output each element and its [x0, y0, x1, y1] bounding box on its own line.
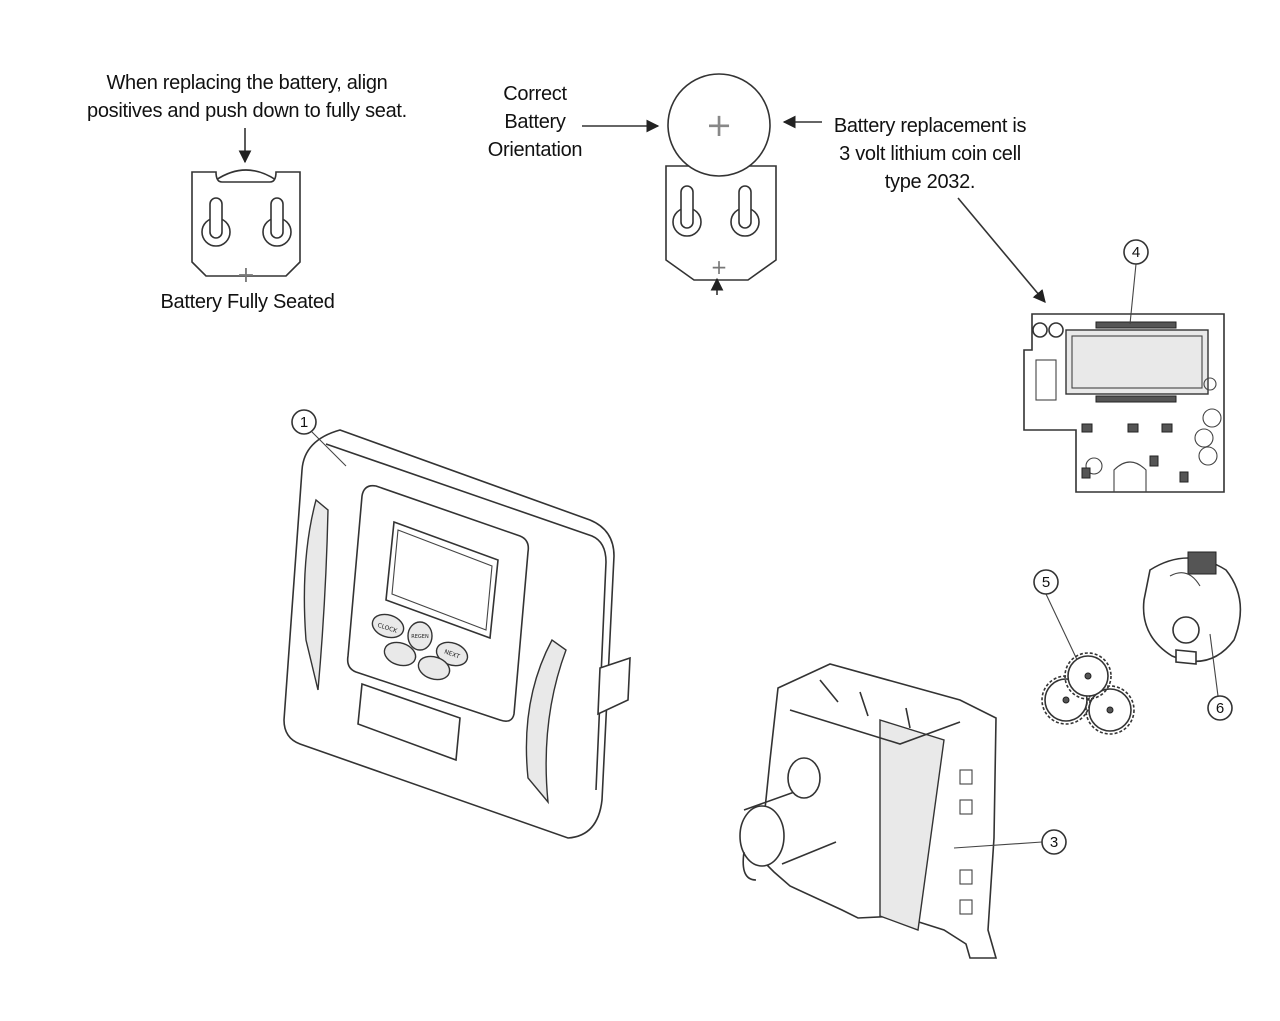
regen-button-label: REGEN [411, 634, 429, 640]
down-button[interactable] [415, 653, 452, 684]
board-connector-top [1095, 321, 1177, 329]
part-6-motor: 6 [1142, 551, 1242, 721]
gear-right-hub [1106, 706, 1114, 714]
board-chip-5 [1149, 455, 1159, 467]
gear-right [1085, 685, 1135, 735]
board-display [1065, 329, 1209, 395]
seated-coin-edge [215, 169, 277, 181]
orientation-line1: Correct [503, 83, 567, 105]
cover-right-grip [525, 638, 567, 805]
gear-top [1064, 652, 1112, 700]
seated-slot-right [270, 197, 284, 239]
bracket-rear-plate [879, 719, 945, 931]
orientation-slot-right [738, 185, 752, 229]
callout-6-circle [1207, 695, 1233, 721]
board-component-5 [1085, 457, 1103, 475]
part-4-circuit-board: 4 [957, 197, 1225, 493]
callout-4-circle [1123, 239, 1149, 265]
orientation-line2: Battery [504, 111, 566, 133]
fully-seated-label: Battery Fully Seated [160, 291, 335, 313]
cover-lcd-screen [391, 529, 493, 631]
coin-cell-battery [667, 73, 771, 177]
bracket-clip-4 [959, 899, 973, 915]
bracket-cylinder-front [739, 805, 785, 867]
motor-shaft-circle [1172, 616, 1200, 644]
callout-3-leader [953, 841, 1043, 849]
align-instruction-line1: When replacing the battery, align [106, 72, 388, 94]
bracket-clip-1 [959, 769, 973, 785]
cover-side-tab [597, 656, 631, 716]
next-button[interactable] [433, 638, 471, 670]
orientation-label: Correct Battery Orientation [480, 80, 590, 164]
board-chip-1 [1081, 423, 1093, 433]
orientation-line3: Orientation [487, 139, 583, 161]
replacement-note: Battery replacement is 3 volt lithium co… [815, 112, 1045, 196]
board-chip-4 [1081, 467, 1091, 479]
callout-5-leader [1045, 593, 1081, 667]
board-display-glass [1071, 335, 1203, 389]
gear-left-hub [1062, 696, 1070, 704]
board-capacitor-2 [1202, 408, 1222, 428]
battery-plus-sign: + [706, 106, 733, 144]
callout-5-label: 5 [1042, 574, 1050, 591]
board-capacitor-1 [1203, 377, 1217, 391]
callout-6-leader [1209, 633, 1219, 697]
cover-left-grip [303, 498, 329, 691]
battery-holder-seated: + [191, 128, 301, 288]
board-battery-area [1035, 359, 1057, 401]
replacement-line2: 3 volt lithium coin cell [839, 143, 1021, 165]
seated-slot-left [209, 197, 223, 239]
bracket-wire [742, 851, 757, 881]
board-battery-socket-right [1048, 322, 1064, 338]
up-button[interactable] [381, 639, 418, 670]
callout-1-leader [311, 431, 347, 467]
cover-lcd-window [385, 520, 499, 640]
board-chip-3 [1161, 423, 1173, 433]
replacement-line1: Battery replacement is [833, 115, 1027, 137]
callout-5-circle [1033, 569, 1059, 595]
gear-left [1041, 675, 1091, 725]
replacement-line3: type 2032. [884, 171, 976, 193]
callout-3-label: 3 [1050, 834, 1058, 851]
bracket-top-rail [789, 709, 961, 745]
cover-edge-highlight [325, 443, 607, 791]
bracket-cylinder-sides [743, 789, 837, 865]
bracket-cylinder-rear [787, 757, 821, 799]
bracket-clip-3 [959, 869, 973, 885]
bracket-clip-2 [959, 799, 973, 815]
board-chip-2 [1127, 423, 1139, 433]
battery-holder-orientation: + + [582, 73, 822, 295]
board-chip-6 [1179, 471, 1189, 483]
callout-6-label: 6 [1216, 700, 1224, 717]
seated-plus-sign: + [237, 263, 255, 288]
orientation-slot-left [680, 185, 694, 229]
motor-tab [1175, 649, 1197, 665]
callout-4-leader [1129, 263, 1137, 325]
bracket-ribs [819, 679, 911, 729]
board-connector-bottom [1095, 395, 1177, 403]
part-5-drive-gears: 5 [1033, 569, 1135, 735]
gear-top-hub [1084, 672, 1092, 680]
callout-4-label: 4 [1132, 244, 1140, 261]
board-pointer-arrow [957, 197, 1046, 303]
clock-button[interactable] [369, 611, 406, 642]
board-battery-socket-left [1032, 322, 1048, 338]
regen-button[interactable] [407, 621, 433, 651]
board-capacitor-4 [1198, 446, 1218, 466]
callout-3-circle [1041, 829, 1067, 855]
motor-wire [1169, 572, 1201, 587]
callout-1-circle [291, 409, 317, 435]
align-instruction: When replacing the battery, align positi… [62, 69, 432, 125]
board-capacitor-3 [1194, 428, 1214, 448]
part-1-front-cover: CLOCK REGEN NEXT 1 [283, 409, 631, 839]
cover-label-area [357, 682, 461, 762]
align-instruction-line2: positives and push down to fully seat. [87, 100, 407, 122]
callout-1-label: 1 [300, 414, 308, 431]
holder-plus-sign: + [711, 255, 728, 279]
part-3-drive-bracket: 3 [739, 663, 1067, 959]
board-cutout [1113, 461, 1147, 492]
motor-top-block [1187, 551, 1217, 575]
